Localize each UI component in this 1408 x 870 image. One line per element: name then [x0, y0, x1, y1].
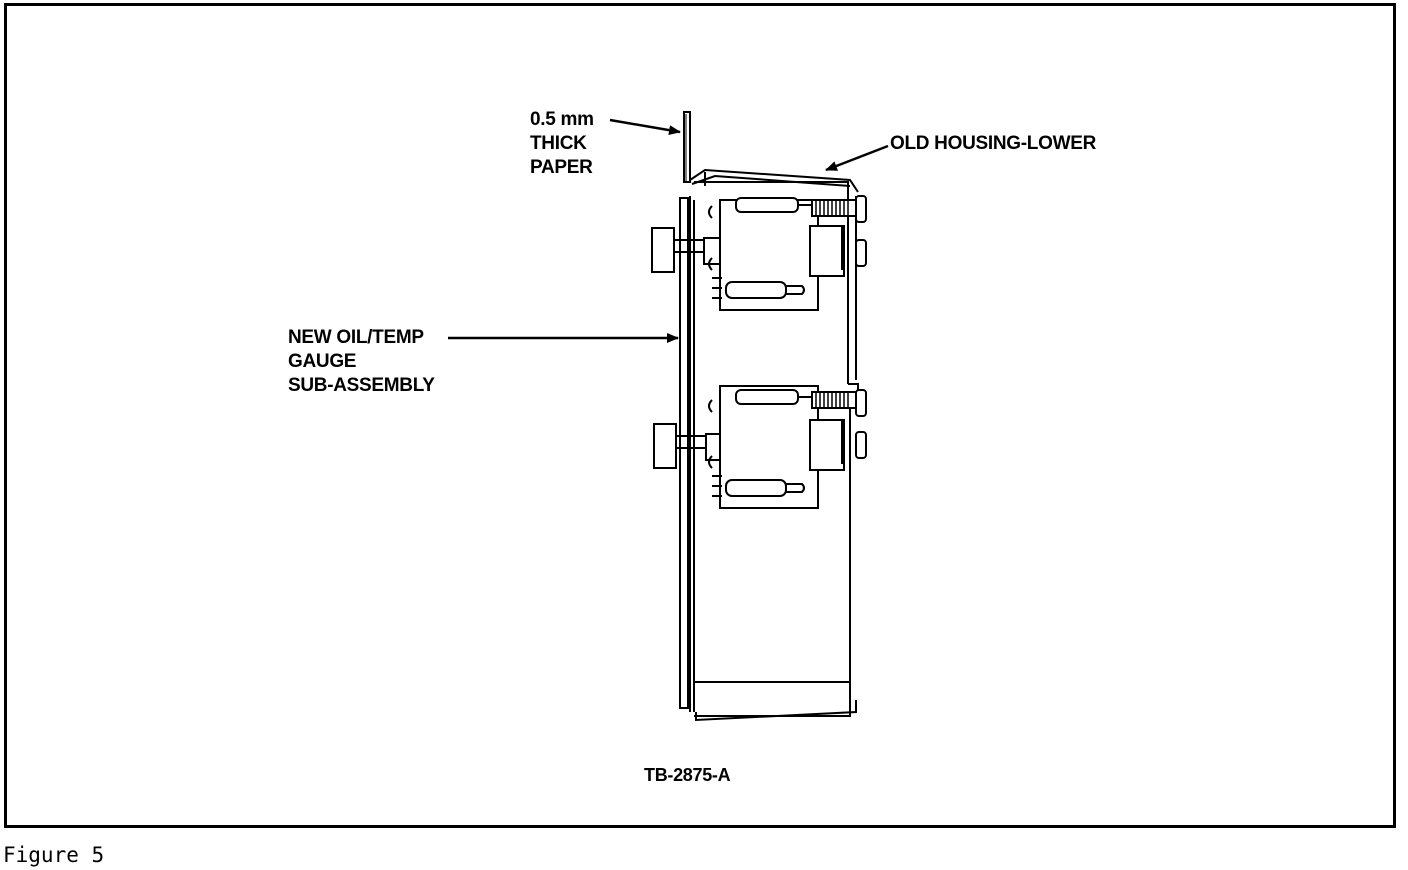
paper-label-line-2: THICK [530, 133, 587, 154]
paper-sheet [683, 111, 691, 183]
paper-label-line-3: PAPER [530, 157, 593, 178]
gauge-label: NEW OIL/TEMP GAUGE SUB-ASSEMBLY [288, 326, 435, 398]
figure-code: TB-2875-A [644, 765, 731, 785]
paper-label-line-1: 0.5 mm [530, 109, 594, 130]
leader-arrows [448, 118, 889, 343]
housing-body-upper [694, 181, 849, 384]
gauge-label-line-1: NEW OIL/TEMP [288, 327, 424, 348]
front-plate [679, 197, 689, 709]
figure-frame [4, 3, 1396, 828]
gauge-housing-drawing [651, 111, 867, 722]
housing-label: OLD HOUSING-LOWER [890, 133, 1096, 154]
figure-caption: Figure 5 [3, 843, 105, 867]
upper-gauge-module [651, 195, 867, 311]
gauge-label-line-2: GAUGE [288, 351, 357, 372]
housing-top-lip [689, 168, 859, 193]
paper-leader-arrow [609, 118, 681, 136]
housing-leader-arrow [825, 144, 889, 172]
lower-gauge-module [653, 385, 867, 509]
gauge-label-line-3: SUB-ASSEMBLY [288, 375, 435, 396]
paper-label: 0.5 mm THICK PAPER [530, 108, 594, 180]
